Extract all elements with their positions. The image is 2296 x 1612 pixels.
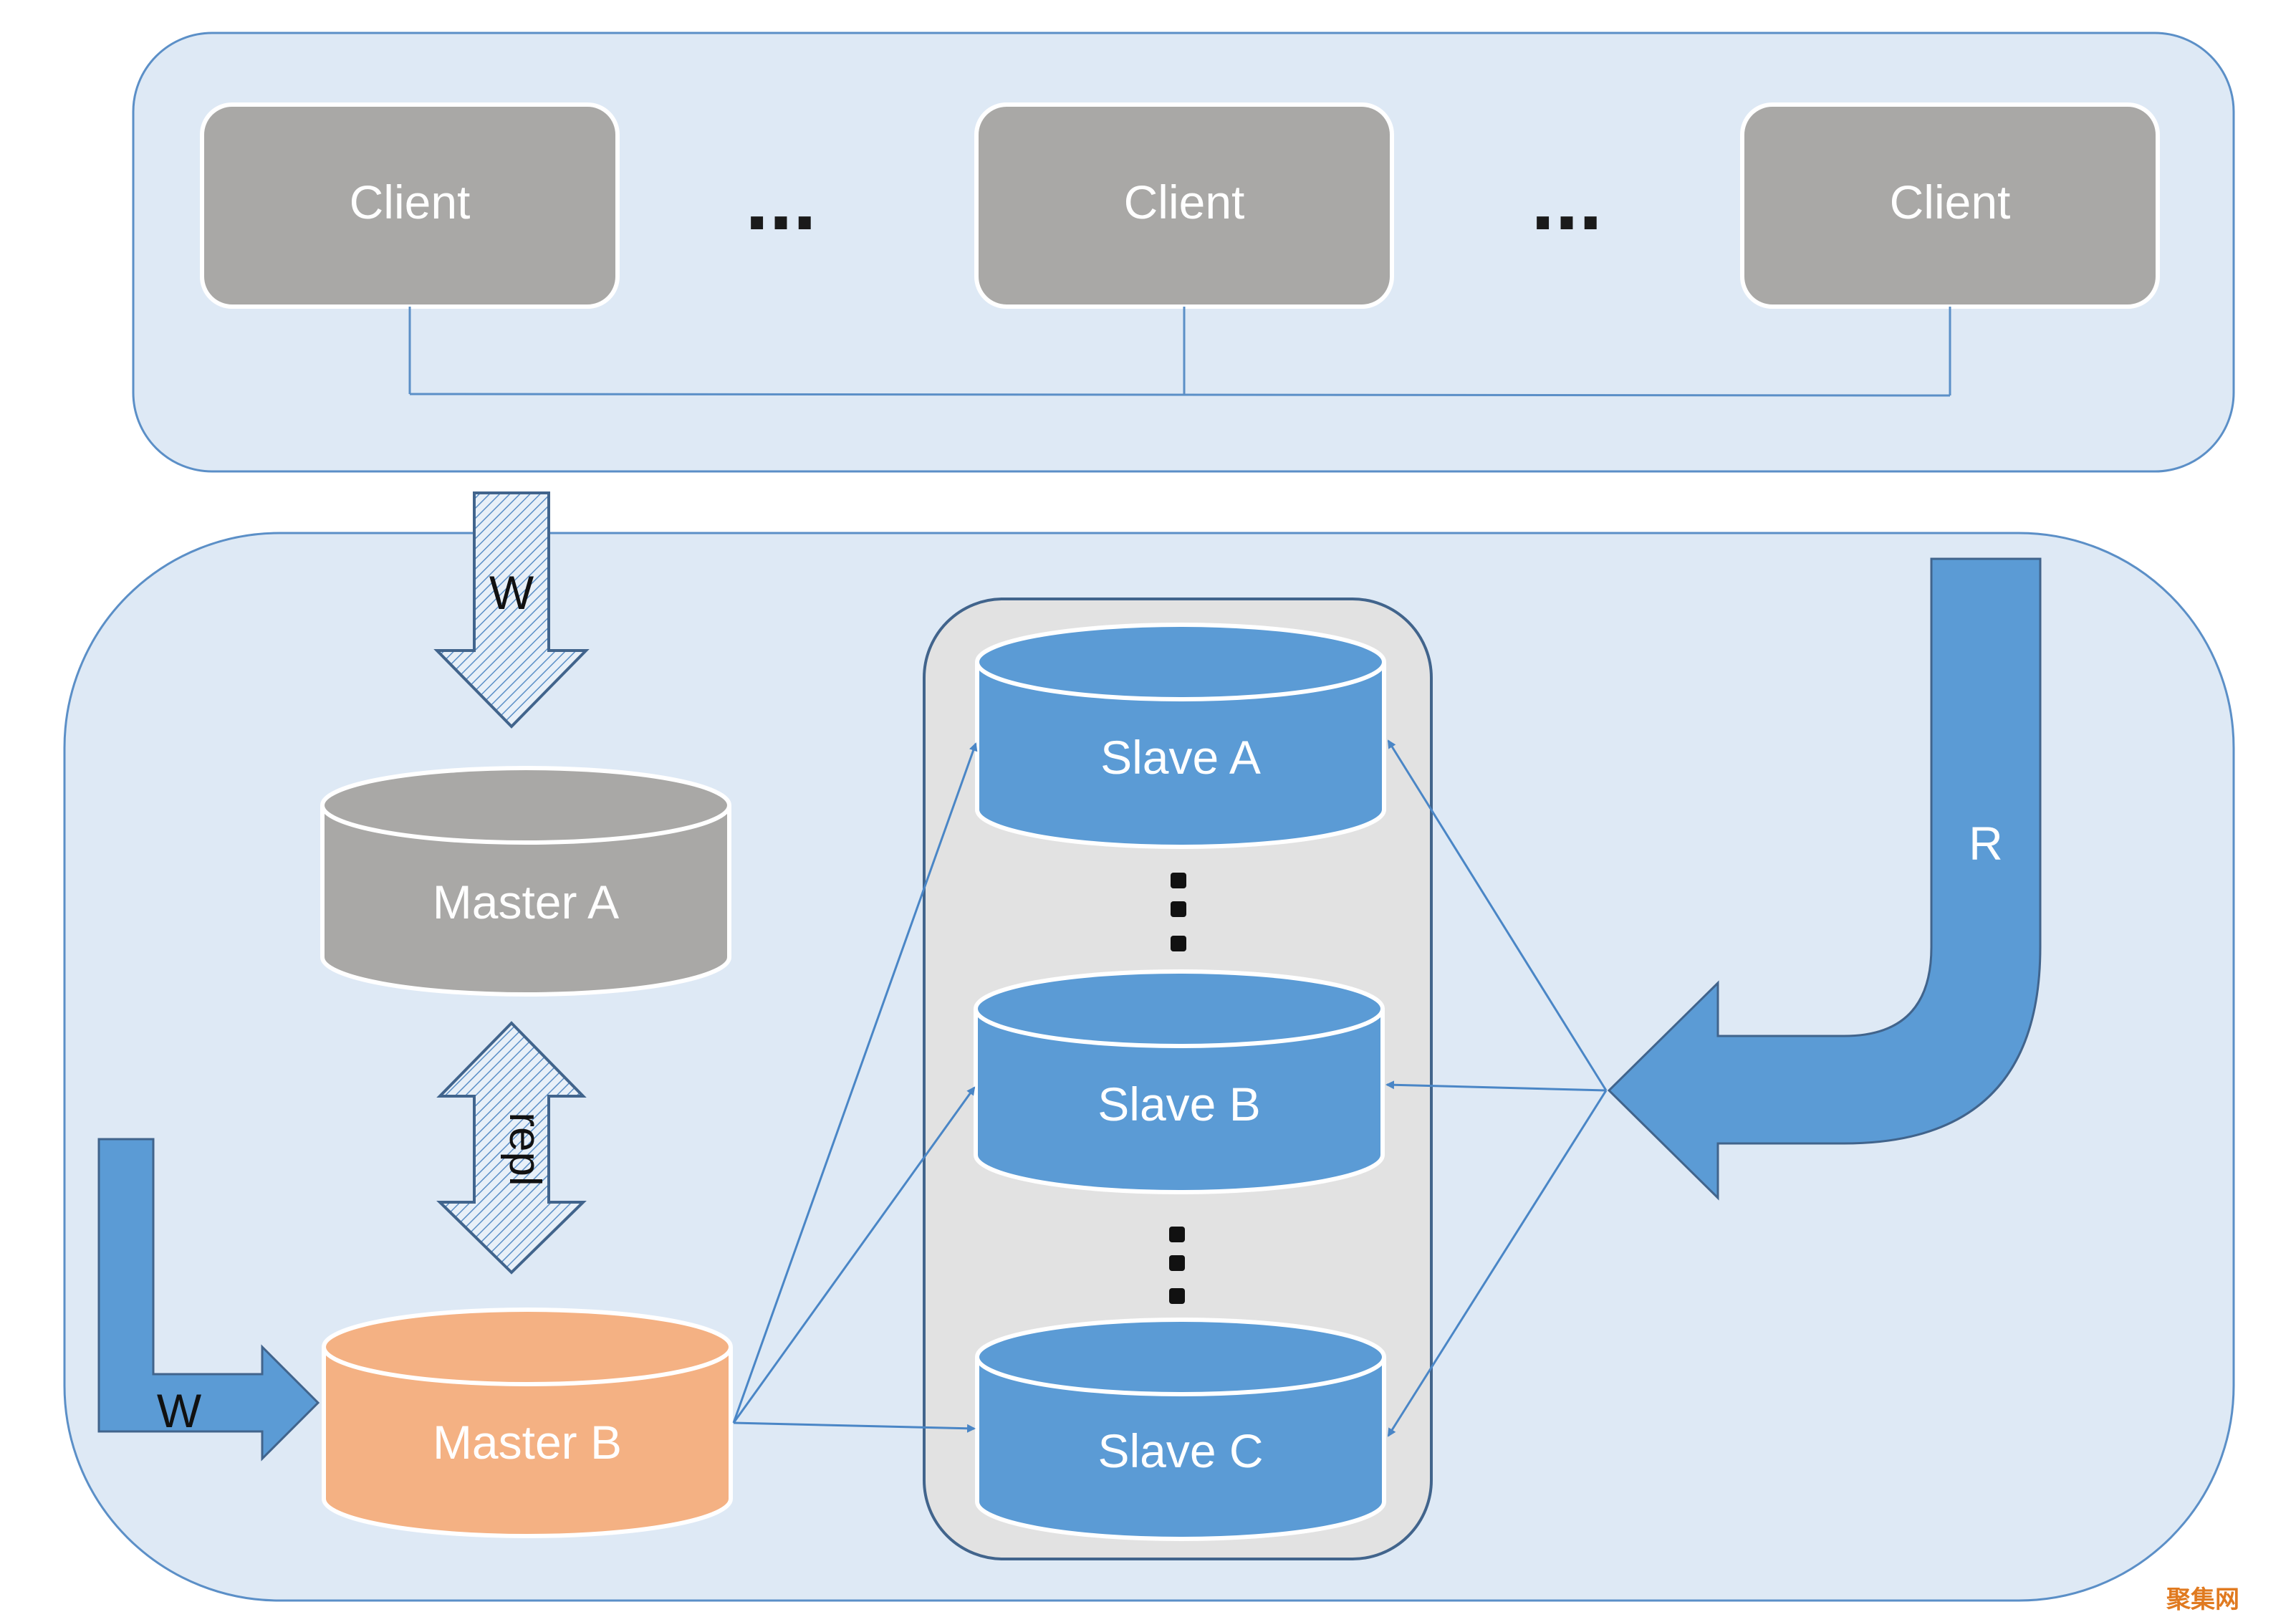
master-a-db: Master A — [320, 766, 731, 997]
read-arrow-label: R — [1969, 817, 2003, 870]
ellipsis-2: ... — [1531, 152, 1603, 248]
client-label: Client — [1124, 176, 1245, 229]
slave-a-label: Slave A — [1100, 731, 1261, 784]
replication-arrow: repl — [436, 1021, 587, 1275]
write-arrow-top: W — [433, 491, 590, 729]
slave-ellipsis-2 — [1169, 1227, 1185, 1304]
line-read-to-slave-b — [1385, 1080, 1607, 1092]
write-arrow-top-label: W — [489, 566, 534, 619]
slave-c-label: Slave C — [1097, 1424, 1263, 1477]
client-box-3: Client — [1740, 102, 2160, 309]
slave-b-db: Slave B — [974, 969, 1385, 1194]
slave-a-db: Slave A — [975, 623, 1386, 849]
line-master-b-to-slave-a — [732, 742, 978, 1424]
master-a-label: Master A — [433, 875, 619, 929]
line-master-b-to-slave-c — [733, 1421, 976, 1433]
line-master-b-to-slave-b — [732, 1086, 976, 1424]
replication-arrow-label: repl — [500, 1112, 549, 1186]
write-arrow-left: W — [97, 1138, 320, 1462]
client-label: Client — [1890, 176, 2011, 229]
master-to-slave-lines — [732, 742, 978, 1433]
watermark-logo: 聚集网 — [2166, 1586, 2239, 1612]
slave-ellipsis-1 — [1171, 873, 1186, 951]
slave-c-db: Slave C — [975, 1318, 1386, 1541]
read-arrow: R — [1607, 557, 2042, 1201]
write-arrow-left-label: W — [157, 1384, 202, 1437]
slave-b-label: Slave B — [1097, 1078, 1260, 1131]
line-read-to-slave-a — [1387, 739, 1608, 1091]
ellipsis-1: ... — [745, 152, 817, 248]
read-lines — [1385, 739, 1608, 1437]
client-bus-lines — [408, 307, 1951, 397]
master-b-db: Master B — [322, 1308, 733, 1538]
client-box-2: Client — [974, 102, 1394, 309]
client-box-1: Client — [200, 102, 620, 309]
line-read-to-slave-c — [1387, 1090, 1608, 1437]
master-b-label: Master B — [433, 1416, 622, 1469]
client-label: Client — [350, 176, 471, 229]
